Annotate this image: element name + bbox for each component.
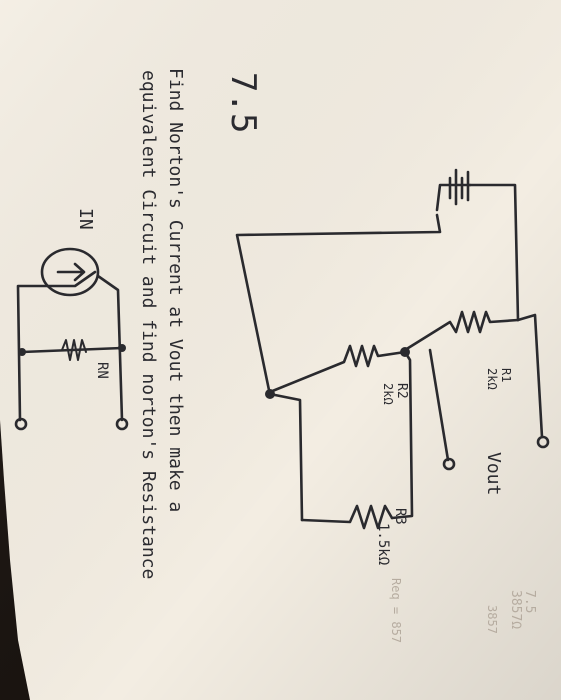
source-voltage-label: 7.5 <box>223 72 263 133</box>
norton-resistance-label: RN <box>94 362 110 379</box>
instruction-line-1: Find Norton's Current at Vout then make … <box>165 68 186 512</box>
scratch-line-1: 7.5 <box>522 590 537 613</box>
current-source-icon <box>40 247 100 297</box>
r2-label: R2 <box>394 383 409 399</box>
resistor-r1 <box>403 310 520 352</box>
scratch-line-3: 3857 <box>485 605 499 634</box>
r1-value: 2kΩ <box>485 368 499 390</box>
resistor-r3 <box>300 504 394 530</box>
wire-node-to-terminal <box>428 348 450 462</box>
battery-icon <box>448 168 470 206</box>
wire-battery-left <box>235 183 472 397</box>
resistor-rn-zigzag <box>61 339 87 361</box>
norton-node-left <box>18 348 26 356</box>
vout-terminal <box>536 435 550 449</box>
scratch-line-4: Req = 857 <box>389 578 403 643</box>
wire-top <box>468 183 520 322</box>
wire-r3-right <box>390 350 414 520</box>
r3-label: R3 <box>392 508 408 525</box>
norton-bottom-wire <box>96 274 124 422</box>
norton-terminal-b <box>115 417 129 431</box>
node-terminal <box>442 457 456 471</box>
current-arrow-icon <box>56 262 86 282</box>
vout-label: Vout <box>483 452 504 495</box>
norton-current-label: IN <box>75 208 96 230</box>
instruction-line-2: equivalent Circuit and find norton's Res… <box>138 70 159 579</box>
wire-vout <box>516 313 544 439</box>
resistor-r2 <box>268 344 407 394</box>
r1-label: R1 <box>499 368 513 382</box>
norton-node-right <box>118 344 126 352</box>
r3-value: 1.5kΩ <box>375 523 391 565</box>
norton-terminal-a <box>14 417 28 431</box>
main-circuit <box>235 168 550 530</box>
scratch-line-2: 3857Ω <box>508 590 523 629</box>
r2-value: 2kΩ <box>381 383 395 405</box>
norton-equivalent-circuit <box>14 247 129 431</box>
wire-bottom-loop <box>268 392 304 522</box>
